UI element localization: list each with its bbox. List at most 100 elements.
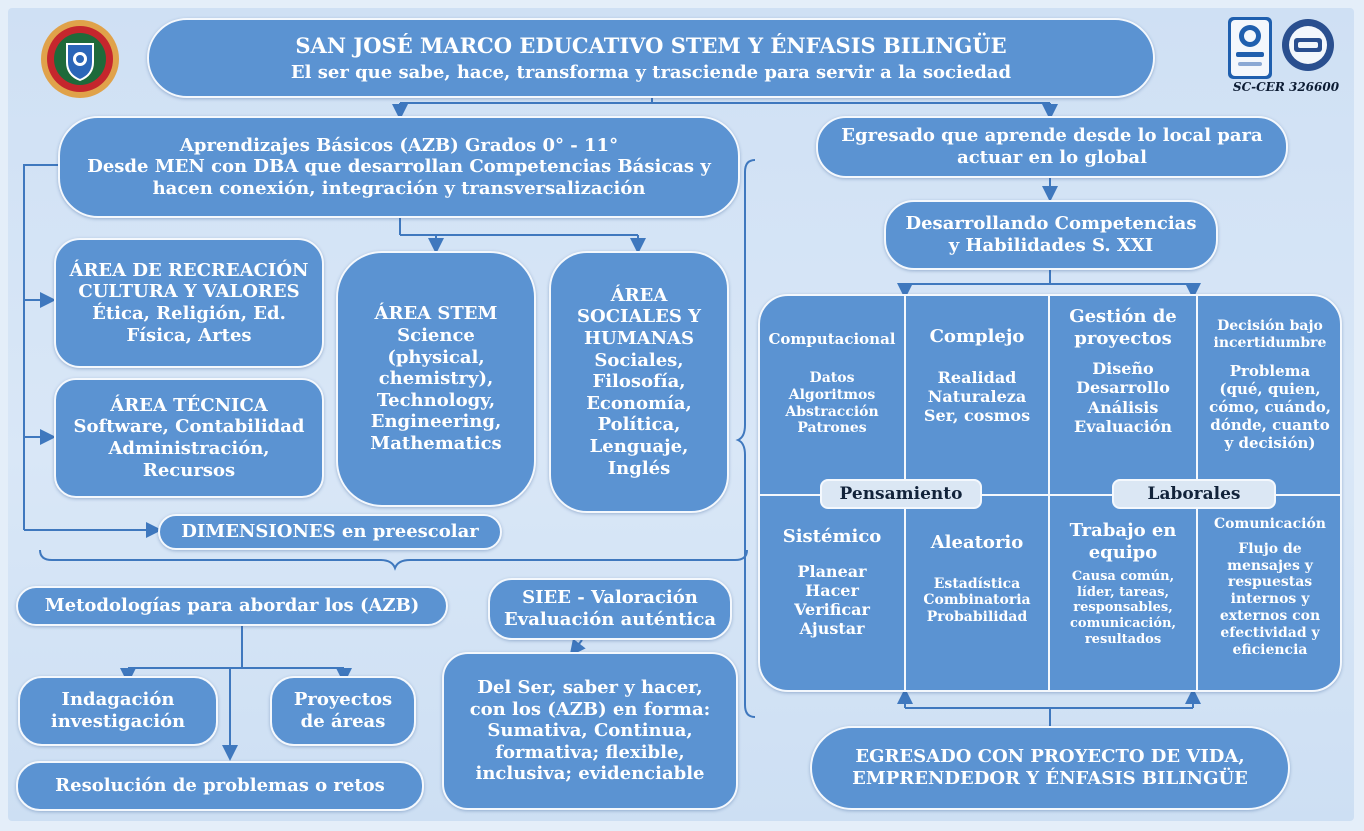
cell-trabajo-line-4: comunicación,	[1069, 615, 1177, 631]
siee-detail-line-3: Sumativa, Continua,	[487, 720, 693, 742]
cell-decision-title-2: incertidumbre	[1213, 334, 1327, 351]
azb-line-2: Desde MEN con DBA que desarrollan Compet…	[87, 156, 711, 178]
cell-comunicacion: Comunicación Flujo de mensajes y respues…	[1198, 496, 1342, 692]
indagacion-line-2: investigación	[50, 711, 186, 732]
siee-detail-line-5: inclusiva; evidenciable	[475, 763, 705, 785]
siee-detail-line-4: formativa; flexible,	[495, 741, 685, 763]
area-stem-line-5: Technology,	[376, 389, 496, 411]
dimensiones-label: DIMENSIONES en preescolar	[181, 521, 479, 543]
cell-computacional-line-4: Patrones	[797, 420, 867, 437]
cell-comunicacion-line-4: internos y	[1230, 591, 1310, 608]
cell-aleatorio-line-2: Combinatoria	[923, 592, 1031, 609]
cell-aleatorio-line-1: Estadística	[933, 575, 1021, 592]
school-logo	[38, 17, 122, 101]
proyectos-areas-box: Proyectos de áreas	[270, 676, 416, 746]
cell-trabajo-line-5: resultados	[1084, 631, 1162, 647]
cell-gestion-title-1: Gestión de	[1069, 306, 1177, 327]
cell-aleatorio: Aleatorio Estadística Combinatoria Proba…	[906, 496, 1048, 692]
metodologias-label: Metodologías para abordar los (AZB)	[44, 595, 420, 617]
desarrollando-box: Desarrollando Competencias y Habilidades…	[884, 200, 1218, 270]
area-tecnica-line-3: Administración,	[108, 438, 270, 459]
cell-gestion-line-2: Desarrollo	[1076, 378, 1170, 398]
area-sociales-line-9: Inglés	[607, 457, 671, 479]
header-subtitle: El ser que sabe, hace, transforma y tras…	[290, 61, 1012, 83]
area-stem-line-1: ÁREA STEM	[374, 303, 498, 325]
area-sociales-line-3: HUMANAS	[583, 328, 694, 350]
indagacion-box: Indagación investigación	[18, 676, 218, 746]
area-sociales-line-1: ÁREA	[610, 284, 668, 306]
cell-decision: Decisión bajo incertidumbre Problema (qu…	[1198, 296, 1342, 494]
siee-detail-line-2: con los (AZB) en forma:	[469, 698, 711, 720]
desarrollando-line-2: y Habilidades S. XXI	[948, 235, 1154, 256]
area-recreacion-line-3: Ética, Religión, Ed.	[92, 303, 286, 324]
area-stem-box: ÁREA STEM Science (physical, chemistry),…	[336, 251, 536, 507]
cell-decision-line-3: cómo, cuándo,	[1209, 397, 1331, 416]
certificate-code: SC-CER 326600	[1232, 80, 1340, 94]
resolucion-box: Resolución de problemas o retos	[16, 761, 424, 811]
cell-decision-line-5: y decisión)	[1224, 433, 1316, 452]
cell-decision-line-4: dónde, cuanto	[1210, 415, 1330, 434]
area-sociales-line-8: Lenguaje,	[589, 435, 689, 457]
azb-line-3: hacen conexión, integración y transversa…	[152, 177, 646, 199]
area-recreacion-box: ÁREA DE RECREACIÓN CULTURA Y VALORES Éti…	[54, 238, 324, 368]
area-sociales-line-4: Sociales,	[594, 349, 684, 371]
cell-aleatorio-line-3: Probabilidad	[926, 609, 1028, 626]
header-title: SAN JOSÉ MARCO EDUCATIVO STEM Y ÉNFASIS …	[295, 32, 1007, 58]
cell-comunicacion-line-5: externos con	[1219, 607, 1321, 624]
desarrollando-line-1: Desarrollando Competencias	[905, 213, 1197, 235]
indagacion-line-1: Indagación	[61, 689, 175, 711]
cell-trabajo-title-1: Trabajo en	[1069, 520, 1177, 541]
cell-comunicacion-title: Comunicación	[1214, 516, 1326, 532]
siee-detail-line-1: Del Ser, saber y hacer,	[477, 677, 703, 699]
egresado-final-line-1: EGRESADO CON PROYECTO DE VIDA,	[855, 746, 1245, 768]
resolucion-label: Resolución de problemas o retos	[55, 775, 385, 797]
area-sociales-line-7: Política,	[597, 414, 681, 436]
egresado-line-2: actuar en lo global	[957, 147, 1147, 168]
cell-gestion-line-4: Evaluación	[1073, 416, 1173, 436]
cell-computacional: Computacional Datos Algoritmos Abstracci…	[760, 296, 904, 494]
siee-line-2: Evaluación auténtica	[504, 609, 716, 630]
laborales-label: Laborales	[1112, 479, 1276, 509]
area-recreacion-line-1: ÁREA DE RECREACIÓN	[69, 259, 309, 281]
area-sociales-box: ÁREA SOCIALES Y HUMANAS Sociales, Filoso…	[549, 251, 729, 513]
cell-complejo: Complejo Realidad Naturaleza Ser, cosmos	[906, 296, 1048, 494]
iqnet-certification-logo	[1280, 17, 1336, 73]
cell-comunicacion-line-7: eficiencia	[1232, 641, 1308, 658]
proyectos-line-2: de áreas	[300, 711, 386, 732]
cell-gestion: Gestión de proyectos Diseño Desarrollo A…	[1050, 296, 1196, 494]
cell-sistemico-title: Sistémico	[782, 526, 882, 547]
cell-complejo-line-2: Naturaleza	[927, 386, 1027, 406]
cell-aleatorio-title: Aleatorio	[930, 532, 1024, 553]
egresado-final-box: EGRESADO CON PROYECTO DE VIDA, EMPRENDED…	[810, 726, 1290, 810]
area-stem-line-2: Science	[397, 325, 475, 347]
cell-comunicacion-line-2: mensajes y	[1227, 557, 1313, 574]
area-tecnica-box: ÁREA TÉCNICA Software, Contabilidad Admi…	[54, 378, 324, 498]
egresado-line-1: Egresado que aprende desde lo local para	[841, 125, 1263, 147]
siee-detail-box: Del Ser, saber y hacer, con los (AZB) en…	[442, 652, 738, 810]
egresado-box: Egresado que aprende desde lo local para…	[816, 116, 1288, 178]
proyectos-line-1: Proyectos	[293, 689, 393, 711]
cell-sistemico: Sistémico Planear Hacer Verificar Ajusta…	[760, 496, 904, 692]
cell-trabajo-line-3: responsables,	[1073, 600, 1173, 616]
area-recreacion-line-4: Física, Artes	[126, 324, 252, 346]
grid-divider-middle	[760, 494, 1340, 496]
area-sociales-line-5: Filosofía,	[592, 371, 686, 393]
header-title-box: SAN JOSÉ MARCO EDUCATIVO STEM Y ÉNFASIS …	[147, 18, 1155, 98]
cell-sistemico-line-4: Ajustar	[799, 619, 865, 639]
cell-computacional-title: Computacional	[768, 330, 896, 348]
siee-line-1: SIEE - Valoración	[522, 587, 698, 609]
area-sociales-line-6: Economía,	[586, 392, 692, 414]
cell-gestion-line-1: Diseño	[1092, 359, 1154, 379]
azb-line-1: Aprendizajes Básicos (AZB) Grados 0° - 1…	[179, 134, 619, 156]
cell-trabajo-title-2: equipo	[1088, 541, 1158, 563]
cell-decision-line-2: (qué, quien,	[1219, 379, 1321, 398]
azb-box: Aprendizajes Básicos (AZB) Grados 0° - 1…	[58, 116, 740, 218]
cell-comunicacion-line-6: efectividad y	[1220, 624, 1320, 641]
area-stem-line-7: Mathematics	[370, 432, 502, 454]
cell-complejo-line-3: Ser, cosmos	[923, 405, 1031, 425]
cell-computacional-line-3: Abstracción	[785, 403, 879, 420]
area-tecnica-line-1: ÁREA TÉCNICA	[110, 394, 268, 416]
cell-gestion-title-2: proyectos	[1074, 327, 1172, 349]
cell-computacional-line-2: Algoritmos	[788, 386, 876, 403]
metodologias-box: Metodologías para abordar los (AZB)	[16, 586, 448, 626]
